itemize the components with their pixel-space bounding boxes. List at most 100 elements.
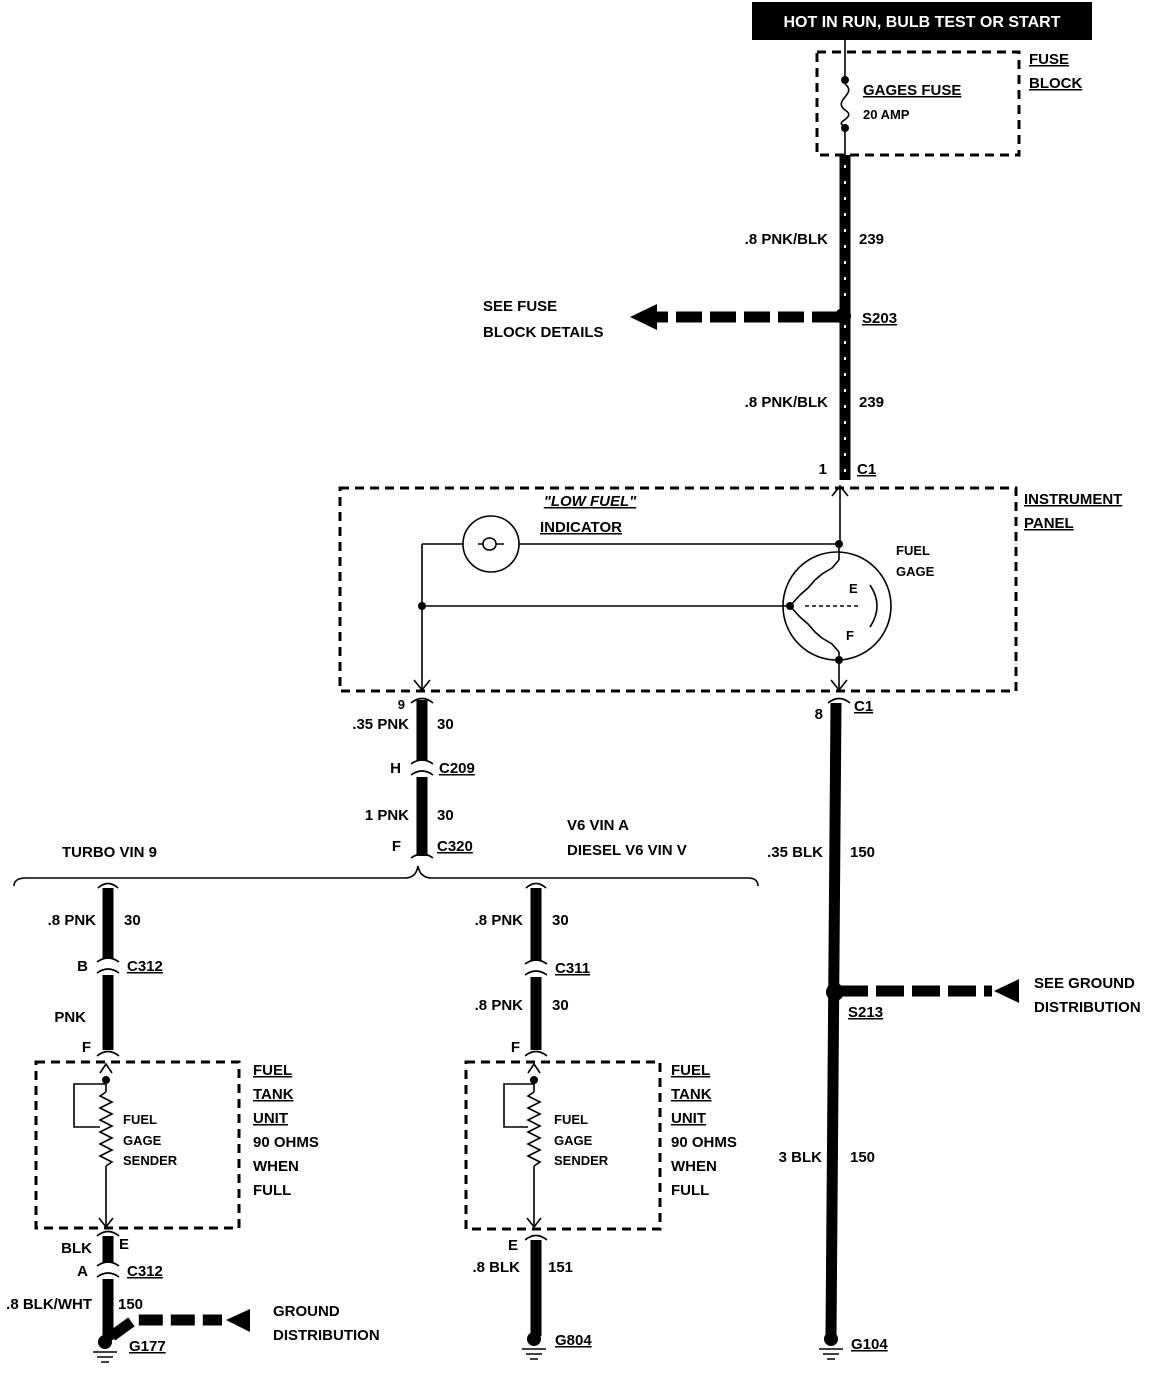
turbo-30-gauge: .8 PNK	[48, 912, 97, 929]
v6-f-pin: F	[511, 1039, 520, 1056]
g804-ground-point	[527, 1332, 541, 1346]
v6-sender-terminal	[530, 1076, 538, 1084]
turbo-tank-connector-icon	[96, 1050, 120, 1057]
g804-label: G804	[555, 1332, 592, 1349]
panel-left-arrow-icon	[413, 679, 431, 692]
turbo-tank-title-2: TANK	[253, 1086, 294, 1103]
v6-tank-connector-icon	[524, 1050, 548, 1057]
branch-turbo-label: TURBO VIN 9	[62, 844, 157, 861]
wire-150-a-circuit: 150	[850, 844, 875, 861]
c312-a-bottom-icon	[96, 1272, 120, 1278]
wire-30-a-circuit: 30	[437, 716, 454, 733]
c320-label: C320	[437, 838, 473, 855]
wire-150-a-gauge: .35 BLK	[767, 844, 823, 861]
c1-pin9-connector-icon	[410, 697, 434, 704]
g104-ground-point	[824, 1332, 838, 1346]
turbo-blk-gauge: BLK	[61, 1240, 92, 1257]
c312-a-label: C312	[127, 1263, 163, 1280]
wire-239-mid-gauge: .8 PNK/BLK	[745, 394, 829, 411]
turbo-sender-label-3: SENDER	[123, 1153, 178, 1168]
v6-tank-title-3: UNIT	[671, 1110, 706, 1127]
g177-ground-icon	[93, 1351, 117, 1363]
fuse-block-label-1: FUSE	[1029, 51, 1069, 68]
v6-top-connector-icon	[525, 882, 547, 889]
turbo-sender-resistor-icon	[98, 1091, 114, 1167]
g177-ground-point	[98, 1335, 112, 1349]
ground-dist-arrow-icon	[994, 979, 1019, 1003]
c1-top-pin: 1	[819, 461, 827, 478]
turbo-e-pin: E	[119, 1236, 129, 1253]
header-box	[752, 2, 1092, 40]
wire-239-top-circuit: 239	[859, 231, 884, 248]
fuse-details-ref-1: SEE FUSE	[483, 298, 557, 315]
g804-ground-icon	[522, 1348, 546, 1360]
gage-scale	[869, 584, 878, 628]
gage-f: F	[846, 628, 854, 643]
v6-30-a-gauge: .8 PNK	[475, 912, 524, 929]
turbo-top-connector-icon	[97, 882, 119, 889]
g177-label: G177	[129, 1338, 166, 1355]
c311-top-icon	[524, 959, 548, 965]
c1-bottom-pin: 8	[815, 706, 823, 723]
c312-b-bottom-icon	[96, 968, 120, 974]
turbo-tank-title-1: FUEL	[253, 1062, 292, 1079]
fuse-details-arrow-icon	[630, 304, 657, 330]
v6-sender-resistor-icon	[526, 1091, 542, 1167]
v6-e-connector-icon	[524, 1234, 548, 1241]
gage-e: E	[849, 581, 858, 596]
c209-label: C209	[439, 760, 475, 777]
v6-30-b-circuit: 30	[552, 997, 569, 1014]
turbo-ground-ref-1: GROUND	[273, 1303, 340, 1320]
turbo-tank-spec-2: WHEN	[253, 1158, 299, 1175]
branch-v6-label-2: DIESEL V6 VIN V	[567, 842, 687, 859]
wire-239-mid-circuit: 239	[859, 394, 884, 411]
header-text: HOT IN RUN, BULB TEST OR START	[783, 14, 1060, 31]
wire-30-b-circuit: 30	[437, 807, 454, 824]
wire-30-a-gauge: .35 PNK	[352, 716, 409, 733]
instrument-panel-label-1: INSTRUMENT	[1024, 491, 1122, 508]
gage-coil-f	[789, 605, 840, 653]
turbo-tank-arrow-in-icon	[99, 1062, 113, 1074]
bulb-filament	[478, 537, 504, 551]
turbo-sender-terminal	[102, 1076, 110, 1084]
v6-tank-spec-3: FULL	[671, 1182, 709, 1199]
c312-a-pin: A	[77, 1263, 88, 1280]
turbo-ground-arrow-icon	[226, 1309, 250, 1332]
low-fuel-bulb-icon	[462, 515, 520, 573]
v6-151-circuit: 151	[548, 1259, 573, 1276]
fuse-icon	[840, 83, 850, 127]
turbo-f-pin: F	[82, 1039, 91, 1056]
turbo-sender-label-1: FUEL	[123, 1112, 157, 1127]
wire-150	[825, 702, 842, 1336]
wire-150-b-circuit: 150	[850, 1149, 875, 1166]
turbo-tank-unit-box	[34, 1060, 241, 1230]
turbo-150-gauge: .8 BLK/WHT	[6, 1296, 92, 1313]
turbo-ground-dist-wire	[108, 1314, 222, 1341]
splice-s213	[826, 983, 844, 1001]
v6-sender-label-2: GAGE	[554, 1133, 593, 1148]
panel-right-arrow-icon	[830, 679, 848, 692]
instrument-panel-box	[338, 486, 1018, 693]
v6-tank-unit-box	[464, 1060, 662, 1231]
v6-30-b-gauge: .8 PNK	[475, 997, 524, 1014]
fuse-block-label-2: BLOCK	[1029, 75, 1082, 92]
v6-sender-wiper	[503, 1083, 534, 1128]
v6-e-pin: E	[508, 1237, 518, 1254]
c1-pin9-label: 9	[398, 697, 405, 712]
fuse-name: GAGES FUSE	[863, 82, 961, 99]
c1-bottom-label: C1	[854, 698, 873, 715]
turbo-sender-label-2: GAGE	[123, 1133, 162, 1148]
v6-tank-title-2: TANK	[671, 1086, 712, 1103]
c209-connector-top-icon	[410, 759, 434, 765]
fuel-gage-label-2: GAGE	[896, 564, 935, 579]
ground-dist-ref-2: DISTRIBUTION	[1034, 999, 1141, 1016]
c312-a-top-icon	[96, 1261, 120, 1267]
c1-pin8-connector-icon	[827, 697, 851, 704]
wire-30-b-gauge: 1 PNK	[365, 807, 409, 824]
wire-239-top-gauge: .8 PNK/BLK	[745, 231, 829, 248]
c312-b-label: C312	[127, 958, 163, 975]
v6-tank-spec-2: WHEN	[671, 1158, 717, 1175]
splice-s203	[835, 308, 851, 324]
splice-s203-label: S203	[862, 310, 897, 327]
